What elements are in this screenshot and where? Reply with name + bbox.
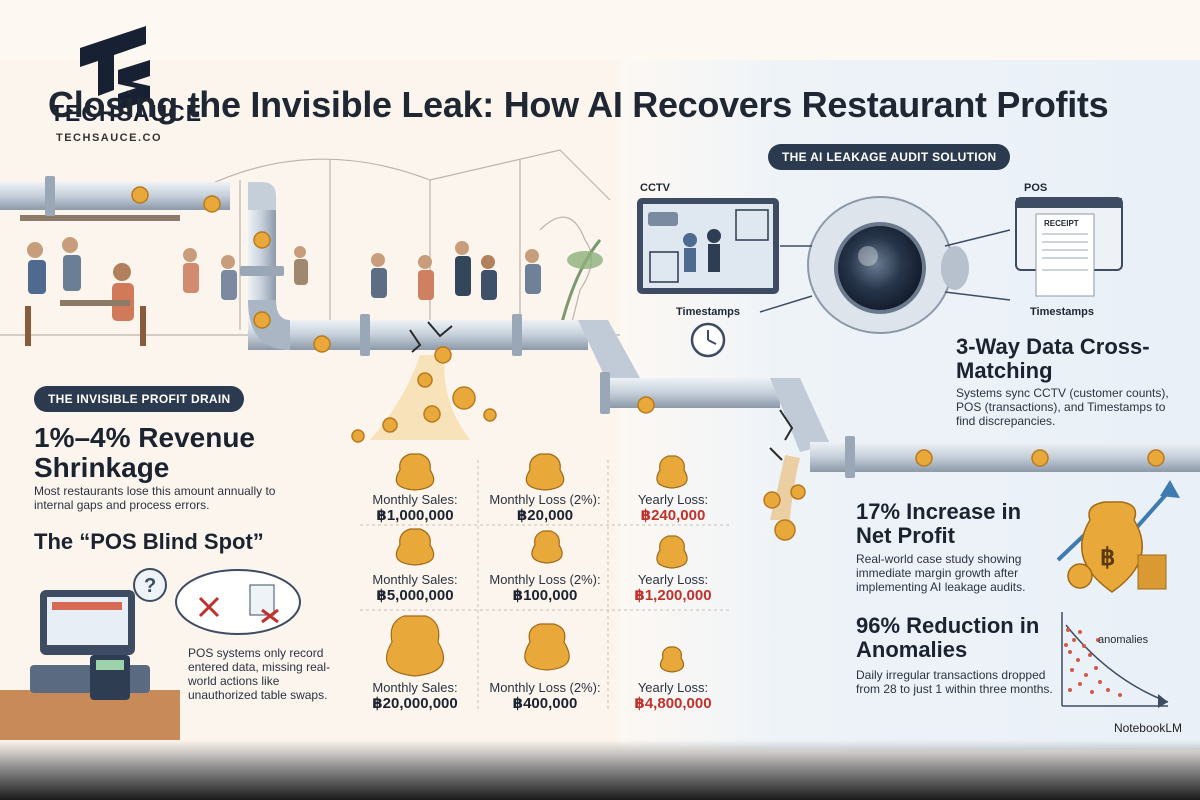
table-yearly-value: ฿4,800,000 <box>634 695 712 712</box>
profit-growth-icon: ฿ <box>1056 480 1180 593</box>
ai-camera-illustration <box>759 196 1011 334</box>
diner-figures <box>20 215 603 346</box>
svg-text:?: ? <box>144 575 156 597</box>
table-yearly-value: ฿1,200,000 <box>634 587 712 604</box>
shrinkage-body: Most restaurants lose this amount annual… <box>34 484 276 512</box>
net-profit-body: Real-world case study showing immediate … <box>856 552 1026 594</box>
table-loss-label: Monthly Loss (2%): <box>489 492 601 507</box>
table-yearly-label: Yearly Loss: <box>637 572 709 587</box>
table-grid <box>360 460 730 710</box>
coin-icons <box>131 186 1165 541</box>
pipeline <box>0 176 1200 520</box>
anomaly-body: Daily irregular transactions dropped fro… <box>856 668 1053 696</box>
cross-matching-title: 3-Way Data Cross-Matching <box>956 334 1150 383</box>
timestamps-right-label: Timestamps <box>1030 306 1094 318</box>
table-loss-value: ฿100,000 <box>512 587 578 604</box>
cctv-screen-illustration <box>637 198 779 294</box>
logo-wordmark: TECHSAUCE <box>50 100 203 126</box>
pos-blind-spot-title: The “POS Blind Spot” <box>34 529 264 554</box>
timestamps-left-label: Timestamps <box>676 306 740 318</box>
profit-drain-badge: THE INVISIBLE PROFIT DRAIN <box>34 386 245 412</box>
table-sales-value: ฿20,000,000 <box>372 695 458 712</box>
bottom-gradient-bar <box>0 740 1200 800</box>
anomaly-scatter-icon <box>1061 612 1169 708</box>
notebooklm-credit: NotebookLM <box>1113 721 1182 735</box>
table-sales-value: ฿5,000,000 <box>376 587 454 604</box>
logo-url: TECHSAUCE.CO <box>56 132 163 144</box>
table-sales-label: Monthly Sales: <box>372 572 458 587</box>
table-loss-value: ฿20,000 <box>516 507 574 524</box>
clock-icon <box>690 322 726 358</box>
table-sales-label: Monthly Sales: <box>372 680 458 695</box>
anomalies-label: anomalies <box>1098 634 1149 646</box>
receipt-label: RECEIPT <box>1044 219 1079 228</box>
anomaly-title: 96% Reduction in Anomalies <box>856 613 1040 662</box>
table-yearly-label: Yearly Loss: <box>637 492 709 507</box>
table-loss-label: Monthly Loss (2%): <box>489 572 601 587</box>
pos-blind-spot-body: POS systems only record entered data, mi… <box>188 646 331 702</box>
page-title: Closing the Invisible Leak: How AI Recov… <box>48 84 1109 125</box>
table-sales-label: Monthly Sales: <box>372 492 458 507</box>
pos-terminal-illustration: ? <box>0 568 301 740</box>
pos-receipt-illustration <box>1015 197 1123 297</box>
table-yearly-value: ฿240,000 <box>640 507 706 524</box>
table-yearly-label: Yearly Loss: <box>637 680 709 695</box>
table-sales-value: ฿1,000,000 <box>376 507 454 524</box>
cross-matching-body: Systems sync CCTV (customer counts), POS… <box>956 386 1169 428</box>
table-loss-value: ฿400,000 <box>512 695 578 712</box>
svg-text:฿: ฿ <box>1100 544 1115 571</box>
techsauce-logo-icon <box>80 26 150 110</box>
net-profit-title: 17% Increase in Net Profit <box>856 499 1022 548</box>
cctv-label: CCTV <box>640 182 670 194</box>
ai-audit-badge: THE AI LEAKAGE AUDIT SOLUTION <box>768 144 1011 170</box>
pos-label: POS <box>1024 182 1048 194</box>
shrinkage-title: 1%–4% Revenue Shrinkage <box>34 422 256 483</box>
table-loss-label: Monthly Loss (2%): <box>489 680 601 695</box>
money-bag-icons <box>385 453 688 677</box>
